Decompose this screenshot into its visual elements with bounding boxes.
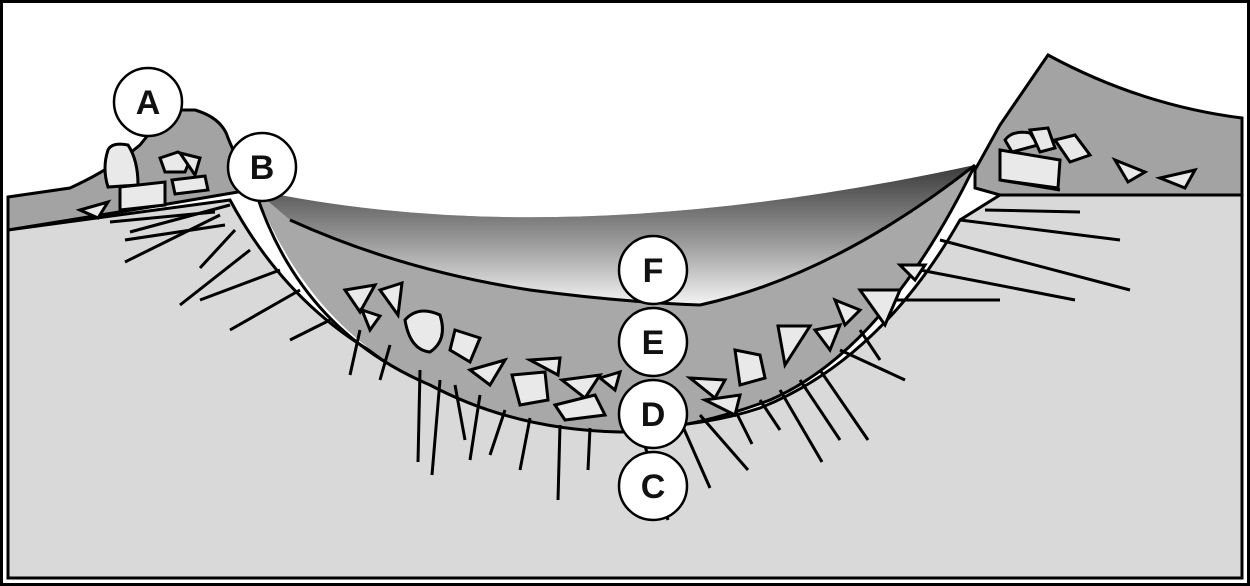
label-e: E [619,308,687,376]
label-b: B [228,133,296,201]
label-d-text: D [641,396,666,434]
label-f: F [619,236,687,304]
label-c-text: C [641,468,666,506]
label-b-text: B [250,149,275,187]
label-a-text: A [136,84,161,122]
label-a: A [114,68,182,136]
label-f-text: F [643,252,664,290]
label-d: D [619,380,687,448]
label-c: C [619,452,687,520]
label-e-text: E [642,324,665,362]
